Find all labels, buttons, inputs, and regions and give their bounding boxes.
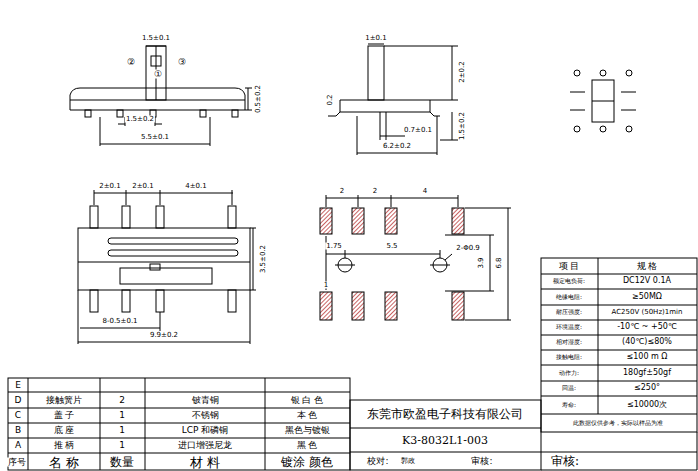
spec-cell: AC250V (50Hz)1min xyxy=(611,309,684,316)
spec-table xyxy=(541,258,697,432)
dimension-label: 3.9 xyxy=(478,256,485,269)
bom-cell: 镀涂 颜色 xyxy=(280,456,334,468)
bom-cell: 1 xyxy=(118,441,126,450)
spec-cell: 动作力: xyxy=(558,370,580,376)
spec-cell: ≥50MΩ xyxy=(631,293,663,301)
dimension-label: 5.5±0.1 xyxy=(140,134,170,141)
dimension-label: 8-0.5±0.1 xyxy=(101,318,138,325)
title-block-text: 郭政 xyxy=(400,458,416,465)
dimension-label: 2 xyxy=(372,188,378,195)
contact-schematic xyxy=(570,70,636,132)
dimension-label: 1.5±0.1 xyxy=(141,35,171,42)
dimension-label: 6.2±0.2 xyxy=(382,143,412,150)
dimension-label: 1 xyxy=(323,282,329,289)
title-block-text: K3-8032L1-003 xyxy=(401,435,489,446)
title-block-text: 审核: xyxy=(470,457,493,466)
spec-cell: 回温: xyxy=(561,385,577,391)
side-view xyxy=(328,44,458,155)
dimension-label: ③ xyxy=(177,58,187,67)
title-block-text: 审核: xyxy=(550,455,580,467)
spec-cell: 此数据仅供参考，实际以样品为准 xyxy=(572,420,664,426)
spec-cell: ≤100 m Ω xyxy=(626,353,669,361)
bom-cell: 铍青铜 xyxy=(191,396,220,405)
bom-cell: 黑 色 xyxy=(296,441,319,450)
bom-cell: 进口增强尼龙 xyxy=(177,441,233,450)
dimension-label: ① xyxy=(153,70,163,79)
bom-cell: C xyxy=(14,411,22,420)
dimension-label: 4±0.1 xyxy=(184,183,207,190)
spec-cell: 耐压强度: xyxy=(555,309,583,315)
bom-cell: 黑色与镀银 xyxy=(284,426,331,435)
pcb-footprint xyxy=(320,195,511,320)
bom-cell: 本 色 xyxy=(296,411,319,420)
dimension-label: 0.2 xyxy=(327,93,334,106)
bom-cell: 银 白 色 xyxy=(290,396,325,405)
spec-cell: 额定电负荷: xyxy=(552,278,586,284)
dimension-label: 0.5±0.2 xyxy=(255,84,262,114)
dimension-label: 2±0.1 xyxy=(98,183,121,190)
dimension-label: 1±0.1 xyxy=(364,35,387,42)
title-block-text: 校对: xyxy=(366,457,389,466)
dimension-label: 2-Φ0.9 xyxy=(455,245,481,252)
spec-cell: 接触电阻: xyxy=(555,354,583,360)
bom-cell: 盖 子 xyxy=(53,411,76,420)
spec-cell: ≤250° xyxy=(633,384,661,392)
bom-cell: D xyxy=(14,396,23,405)
bom-cell: 2 xyxy=(118,396,126,405)
dimension-label: ② xyxy=(126,58,136,67)
dimension-label: 5.5 xyxy=(385,243,398,250)
spec-cell: 180gf±50gf xyxy=(622,369,672,377)
dimension-label: 2±0.1 xyxy=(131,183,154,190)
bom-cell: 名 称 xyxy=(48,456,80,469)
title-block-text: 东莞市欧盈电子科技有限公司 xyxy=(366,408,524,420)
dimension-label: 2 xyxy=(339,188,345,195)
bom-cell: 材 料 xyxy=(189,456,221,469)
spec-cell: DC12V 0.1A xyxy=(622,277,672,285)
bom-cell: A xyxy=(14,441,22,450)
bom-cell: 序号 xyxy=(7,458,27,467)
bom-cell: B xyxy=(14,426,22,435)
bom-cell: 推 柄 xyxy=(53,441,76,450)
bom-cell: 1 xyxy=(118,411,126,420)
bom-cell: 接触簧片 xyxy=(45,396,83,405)
bom-cell: 不锈钢 xyxy=(191,411,220,420)
bom-cell: 1 xyxy=(118,426,126,435)
bom-cell: 数量 xyxy=(109,456,135,468)
spec-cell: 相对湿度: xyxy=(555,339,583,345)
bom-cell: 底 座 xyxy=(53,426,76,435)
spec-cell: (40℃)≤80% xyxy=(621,338,673,346)
bom-cell: E xyxy=(14,381,22,390)
spec-cell: 项 目 xyxy=(558,262,581,271)
spec-cell: 规 格 xyxy=(636,262,659,271)
dimension-label: 1.5±0.2 xyxy=(125,116,155,123)
spec-cell: ≤10000次 xyxy=(626,401,668,409)
spec-cell: 寿命: xyxy=(561,402,577,408)
dimension-label: 9.9±0.2 xyxy=(149,332,179,339)
spec-cell: -10℃ ~ +50℃ xyxy=(616,323,678,331)
dimension-label: 1.75 xyxy=(325,243,343,250)
dimension-label: 2±0.2 xyxy=(459,60,466,83)
dimension-label: 1.5±0.2 xyxy=(459,111,466,141)
bom-cell: LCP 和磷铜 xyxy=(181,426,230,435)
spec-cell: 环境温度: xyxy=(555,324,583,330)
dimension-label: 3.5±0.2 xyxy=(260,244,267,274)
dimension-label: 4 xyxy=(422,188,428,195)
dimension-label: 0.7±0.1 xyxy=(403,127,433,134)
top-view xyxy=(78,190,256,344)
dimension-label: 6.8 xyxy=(496,256,503,269)
front-view xyxy=(70,46,252,146)
spec-cell: 绝缘电阻: xyxy=(555,294,583,300)
bom-table xyxy=(8,378,697,470)
